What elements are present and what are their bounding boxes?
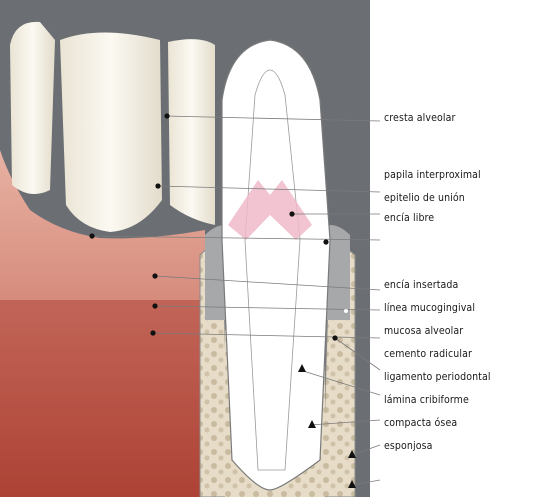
dot-cresta [164,113,169,118]
white-dot [344,309,348,313]
label-ligamento-periodontal: ligamento periodontal [384,371,491,383]
dot-encia-insertada [152,273,157,278]
alveolar-mucosa-region [0,300,205,497]
dot-encia-libre [89,233,94,238]
dot-papila [155,183,160,188]
tooth-crown-left [10,22,55,194]
label-esponjosa: esponjosa [384,440,433,452]
tooth-crown-center [60,33,162,233]
label-papila-interproximal: papila interproximal [384,169,481,181]
label-mucosa-alveolar: mucosa alveolar [384,325,463,337]
tooth-section [222,40,330,490]
label-cresta-alveolar: cresta alveolar [384,112,455,124]
dot-epitelio [289,211,294,216]
tooth-crown-right [168,39,215,225]
label-epitelio-de-union: epitelio de unión [384,192,465,204]
label-encia-libre: encía libre [384,212,434,224]
dot-section-encia [323,239,328,244]
label-linea-mucogingival: línea mucogingival [384,302,475,314]
label-encia-insertada: encía insertada [384,279,458,291]
dot-linea [152,303,157,308]
dot-mucosa [150,330,155,335]
label-cemento-radicular: cemento radicular [384,348,472,360]
label-compacta-osea: compacta ósea [384,417,457,429]
label-lamina-cribiforme: lámina cribiforme [384,394,469,406]
dot-cemento [332,335,337,340]
